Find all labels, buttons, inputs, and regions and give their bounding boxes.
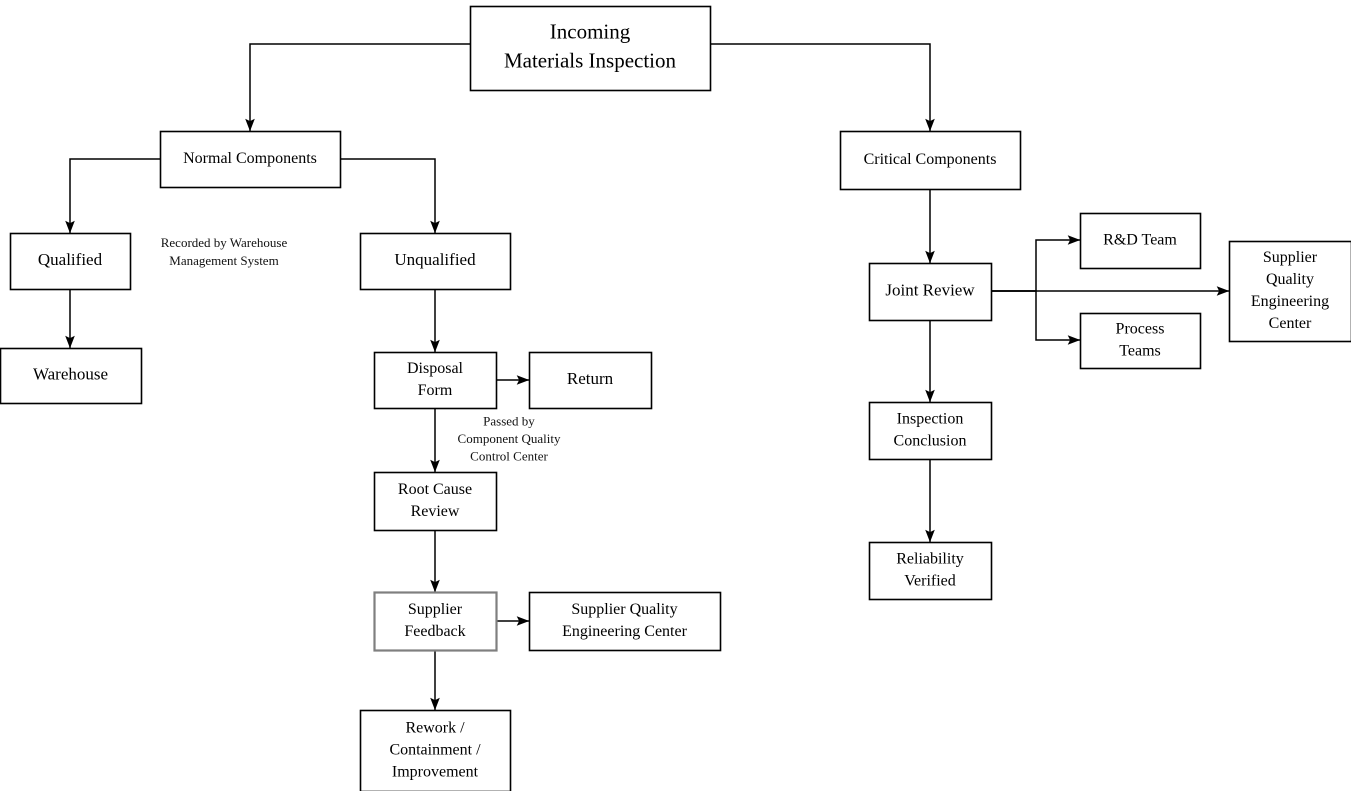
node-label-joint-review: Joint Review xyxy=(885,280,975,299)
node-box-critical-components[interactable] xyxy=(839,130,1022,191)
edge-joint-review-to-process-teams xyxy=(991,290,1081,345)
node-label-rework-containment-improvement: Rework /Containment /Improvement xyxy=(389,719,481,780)
node-box-supplier-feedback[interactable] xyxy=(373,591,498,652)
edge-joint-review-to-rd-team xyxy=(991,235,1081,292)
node-label-rd-team: R&D Team xyxy=(1103,231,1177,248)
node-rework-containment-improvement[interactable]: Rework /Containment /Improvement xyxy=(359,709,512,791)
node-box-root-cause-review[interactable] xyxy=(373,471,498,532)
edge-inspection-to-critical xyxy=(710,43,935,132)
node-box-joint-review[interactable] xyxy=(868,262,993,322)
node-label-qualified: Qualified xyxy=(38,250,103,269)
node-box-unqualified[interactable] xyxy=(359,232,512,291)
node-box-disposal-form[interactable] xyxy=(373,351,498,410)
edge-inspection-to-normal xyxy=(245,43,470,132)
node-unqualified[interactable]: Unqualified xyxy=(359,232,512,291)
node-box-supplier-quality-engineering-center-right[interactable] xyxy=(1228,240,1351,343)
node-warehouse[interactable]: Warehouse xyxy=(0,347,143,405)
node-box-normal-components[interactable] xyxy=(159,130,342,189)
node-rd-team[interactable]: R&D Team xyxy=(1079,212,1202,270)
node-box-return[interactable] xyxy=(528,351,653,410)
node-label-return: Return xyxy=(567,369,614,388)
node-joint-review[interactable]: Joint Review xyxy=(868,262,993,322)
edge-normal-to-unqualified xyxy=(340,158,440,234)
node-box-reliability-verified[interactable] xyxy=(868,541,993,601)
node-box-rework-containment-improvement[interactable] xyxy=(359,709,512,791)
node-label-normal-components: Normal Components xyxy=(183,150,317,167)
node-return[interactable]: Return xyxy=(528,351,653,410)
node-box-incoming-materials-inspection[interactable] xyxy=(469,5,712,92)
node-box-supplier-quality-engineering-center-mid[interactable] xyxy=(528,591,722,652)
edges-layer xyxy=(65,43,1230,711)
node-box-rd-team[interactable] xyxy=(1079,212,1202,270)
node-label-unqualified: Unqualified xyxy=(394,250,476,269)
node-qualified[interactable]: Qualified xyxy=(9,232,132,291)
node-critical-components[interactable]: Critical Components xyxy=(839,130,1022,191)
node-normal-components[interactable]: Normal Components xyxy=(159,130,342,189)
node-box-warehouse[interactable] xyxy=(0,347,143,405)
edge-normal-to-qualified xyxy=(65,158,160,234)
node-label-critical-components: Critical Components xyxy=(864,151,997,168)
node-box-qualified[interactable] xyxy=(9,232,132,291)
node-box-process-teams[interactable] xyxy=(1079,312,1202,370)
node-label-warehouse: Warehouse xyxy=(33,364,108,383)
node-box-inspection-conclusion[interactable] xyxy=(868,401,993,461)
